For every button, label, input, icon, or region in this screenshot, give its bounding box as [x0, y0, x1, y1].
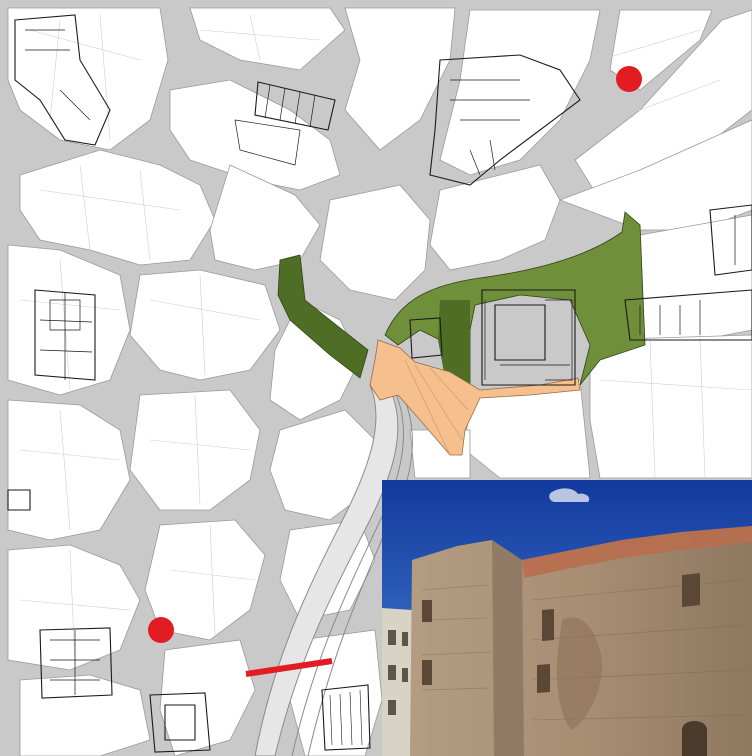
lot-line [29, 14, 141, 141]
block [7, 244, 131, 396]
wall-texture [421, 579, 748, 721]
lot-line [599, 337, 752, 479]
photo-inset [382, 480, 752, 756]
marker-north-east [616, 66, 642, 92]
building-small-west [7, 489, 31, 511]
weathered-patch [556, 617, 603, 730]
plaza-area [369, 339, 581, 456]
block [129, 269, 281, 381]
green-zone [277, 211, 646, 391]
building-church-detail [39, 292, 93, 380]
building-southwest-detail [50, 630, 100, 695]
lot-lines [19, 14, 752, 666]
building-east-complex [624, 204, 752, 341]
lot-line [149, 394, 251, 506]
building-northwest-complex [14, 14, 111, 146]
building-cloister [481, 289, 576, 386]
lot-line [169, 524, 256, 636]
building-central-north-detail [234, 84, 316, 166]
block [19, 149, 216, 266]
block [129, 389, 261, 511]
block [144, 519, 266, 641]
building-east-detail [639, 215, 736, 335]
left-building-windows [388, 630, 408, 715]
road-edge-line [291, 384, 404, 756]
wall-shadow [492, 540, 524, 756]
block [169, 79, 341, 191]
lot-line [19, 409, 121, 531]
block [19, 674, 151, 756]
route-line [245, 658, 333, 677]
green-area-inner [438, 300, 470, 390]
building-north-detail [450, 79, 530, 176]
block [7, 7, 169, 151]
building-small-plaza [409, 317, 443, 359]
ruined-stone-wall-icon [382, 480, 752, 756]
green-path-west [277, 254, 369, 379]
plaza-ray [404, 359, 469, 456]
cloud [549, 488, 590, 502]
block [159, 639, 256, 756]
block [7, 399, 131, 541]
building-north-complex [429, 54, 581, 186]
block [429, 164, 561, 271]
building-footprints [7, 14, 752, 753]
building-central-north [254, 81, 336, 131]
left-building [382, 608, 414, 756]
block [189, 7, 346, 71]
brick-crown [522, 526, 752, 578]
building-church [34, 289, 96, 381]
block [7, 544, 141, 671]
marker-south-west [148, 617, 174, 643]
lot-line [149, 274, 261, 376]
block [319, 184, 431, 301]
lot-line [199, 14, 321, 61]
building-northwest-detail [25, 29, 91, 121]
block [209, 164, 321, 271]
lot-line [39, 164, 181, 261]
lot-line [19, 549, 131, 666]
building-southwest [39, 627, 113, 699]
block [344, 7, 456, 151]
lot-line [559, 29, 721, 141]
building-south-hall [321, 684, 371, 751]
building-cloister-detail [484, 299, 573, 381]
block [439, 9, 601, 176]
building-south-hall-detail [329, 689, 363, 746]
arch-opening [682, 721, 707, 756]
building-south-center [149, 692, 211, 753]
block [589, 334, 752, 479]
plaza-zone [369, 339, 581, 456]
